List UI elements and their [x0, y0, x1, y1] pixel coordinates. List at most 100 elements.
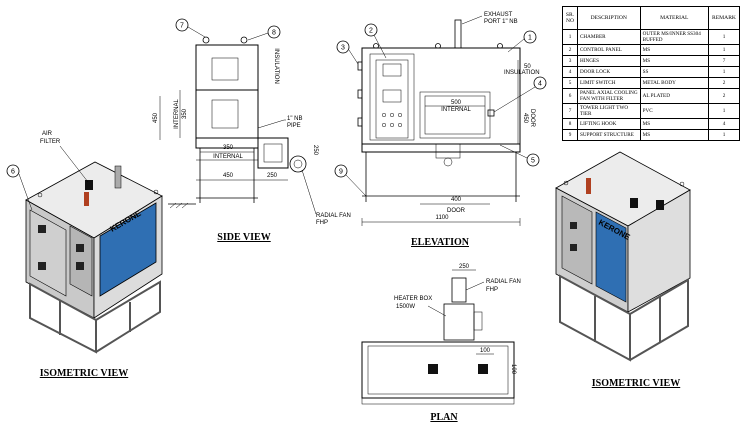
- bom-cell-no: 8: [562, 118, 578, 130]
- bom-cell-remark: 1: [708, 44, 740, 56]
- bom-cell-description: PANEL AXIAL COOLING FAN WITH FILTER: [576, 88, 641, 104]
- side-height-dim: 450: [153, 112, 159, 123]
- bom-cell-description: TOWER LIGHT TWO TIER: [576, 103, 641, 119]
- side-250-v: 250: [312, 145, 318, 156]
- side-250: 250: [267, 173, 278, 179]
- bom-cell-no: 5: [562, 77, 578, 89]
- bom-cell-description: LIFTING HOOK: [576, 118, 641, 130]
- elev-450-v: 450: [522, 113, 528, 124]
- door-lock: [487, 109, 495, 117]
- balloon-1: 1: [528, 35, 532, 42]
- bom-cell-remark: 2: [708, 77, 740, 89]
- heater-box-label-2: 1500W: [396, 304, 415, 310]
- side-350-v: 350: [182, 108, 188, 119]
- iso-right-title: ISOMETRIC VIEW: [592, 378, 680, 389]
- bom-header-row: SR. NO DESCRIPTION MATERIAL REMARK: [562, 6, 740, 30]
- bom-cell-description: DOOR LOCK: [576, 66, 641, 78]
- bom-cell-material: MS: [639, 55, 710, 67]
- plan-250: 250: [459, 264, 470, 270]
- side-internal-v: INTERNAL: [174, 99, 180, 129]
- exhaust-port-label: PORT 1" NB: [484, 19, 518, 25]
- plan-100-v: 100: [510, 364, 516, 375]
- plan-title: PLAN: [430, 412, 458, 423]
- plan-fan-label-2: FHP: [486, 287, 498, 293]
- elev-50: 50: [524, 64, 531, 70]
- bom-cell-no: 2: [562, 44, 578, 56]
- bom-cell-remark: 2: [708, 88, 740, 104]
- balloon-9: 9: [339, 169, 343, 176]
- control-panel: [369, 53, 415, 141]
- pipe-label-1: 1" NB: [287, 116, 302, 122]
- bom-cell-material: METAL BODY: [639, 77, 710, 89]
- side-internal-h: INTERNAL: [213, 154, 243, 160]
- side-450: 450: [223, 173, 234, 179]
- plan-fan-label-1: RADIAL FAN: [486, 279, 521, 285]
- side-350-h: 350: [223, 145, 234, 151]
- isometric-left: KERONE AIR FILTER 6 ISOMETRIC VIEW: [6, 131, 163, 379]
- side-view: 450 INTERNAL 350 INSULATION 350 INTERNAL…: [153, 18, 351, 243]
- bom-cell-remark: 7: [708, 55, 740, 67]
- side-lower-panel: [211, 99, 239, 129]
- bom-cell-description: HINGES: [576, 55, 641, 67]
- balloon-8: 8: [272, 30, 276, 37]
- plan-radial-fan: [451, 277, 467, 303]
- bom-cell-remark: 4: [708, 118, 740, 130]
- side-fan-housing: [257, 137, 289, 169]
- bom-cell-remark: 1: [708, 129, 740, 141]
- air-filter-label-2: FILTER: [40, 139, 61, 145]
- isometric-right: KERONE ISOMETRIC VIEW: [555, 151, 691, 389]
- iso-left-title: ISOMETRIC VIEW: [40, 368, 128, 379]
- bom-cell-description: CONTROL PANEL: [576, 44, 641, 56]
- exhaust-label: EXHAUST: [484, 12, 513, 18]
- bom-cell-remark: 1: [708, 66, 740, 78]
- chamber-door: [419, 91, 491, 139]
- side-upper-panel: [211, 57, 239, 81]
- heater-box: [443, 303, 475, 341]
- bom-cell-no: 3: [562, 55, 578, 67]
- iso-left-blue-panel: [99, 202, 157, 297]
- balloon-2: 2: [369, 28, 373, 35]
- bom-cell-remark: 1: [708, 103, 740, 119]
- bom-header-material: MATERIAL: [639, 6, 710, 30]
- heater-box-label-1: HEATER BOX: [394, 296, 432, 302]
- bom-cell-material: PVC: [639, 103, 710, 119]
- side-view-title: SIDE VIEW: [217, 232, 270, 243]
- balloon-6: 6: [11, 169, 15, 176]
- bom-cell-no: 1: [562, 29, 578, 45]
- bom-cell-material: MS: [639, 129, 710, 141]
- lifting-hook: [240, 36, 248, 44]
- pipe-label-2: PIPE: [287, 123, 301, 129]
- bom-header-remark: REMARK: [708, 6, 740, 30]
- iso-right-blue-panel: [595, 211, 627, 303]
- bom-cell-no: 4: [562, 66, 578, 78]
- elev-500: 500: [451, 100, 462, 106]
- bom-cell-description: SUPPORT STRUCTURE: [576, 129, 641, 141]
- bom-cell-no: 9: [562, 129, 578, 141]
- balloon-5: 5: [531, 158, 535, 165]
- bom-header-description: DESCRIPTION: [576, 6, 641, 30]
- bom-cell-no: 6: [562, 88, 578, 104]
- elevation-view: EXHAUST PORT 1" NB 500 INTERNAL 450 DOOR…: [334, 12, 547, 248]
- elev-internal: INTERNAL: [441, 107, 471, 113]
- bom-cell-remark: 1: [708, 29, 740, 45]
- elev-1100: 1100: [436, 215, 450, 221]
- elev-door-v: DOOR: [529, 109, 535, 128]
- lifting-hook: [202, 36, 210, 44]
- elevation-title: ELEVATION: [411, 237, 470, 248]
- bom-cell-description: LIMIT SWITCH: [576, 77, 641, 89]
- exhaust-pipe: [454, 19, 462, 49]
- balloon-3: 3: [341, 45, 345, 52]
- side-insulation: INSULATION: [273, 48, 279, 84]
- bom-cell-material: OUTER MS/INNER SS304 BUFFED: [639, 29, 710, 45]
- bom-cell-material: MS: [639, 44, 710, 56]
- side-lower-box: [195, 89, 259, 139]
